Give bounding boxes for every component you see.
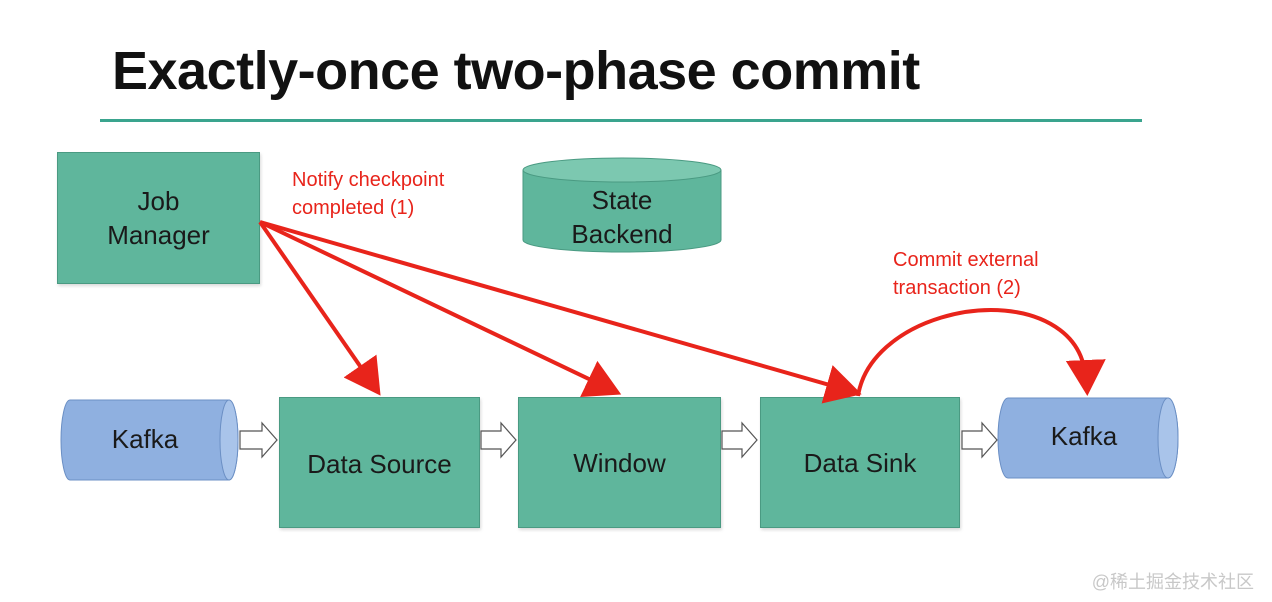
window-node: Window bbox=[518, 397, 721, 528]
watermark: @稀土掘金技术社区 bbox=[1091, 572, 1254, 592]
state-backend-label-line1: State bbox=[591, 185, 653, 215]
job-manager-node: Job Manager bbox=[57, 152, 260, 284]
state-backend-label: State Backend bbox=[523, 183, 721, 251]
job-manager-label-line1: Job bbox=[137, 186, 180, 216]
data-source-node: Data Source bbox=[279, 397, 480, 528]
notify-annotation-line2: completed (1) bbox=[292, 197, 415, 219]
notify-arrow-to-window bbox=[259, 220, 622, 397]
flow-arrow-sink-to-kafka bbox=[961, 421, 998, 459]
commit-arrow-to-kafka bbox=[856, 308, 1106, 397]
flow-arrow-source-to-window bbox=[480, 421, 517, 459]
notify-arrow-to-data-source bbox=[258, 220, 381, 396]
data-source-label: Data Source bbox=[307, 448, 452, 479]
data-sink-label: Data Sink bbox=[803, 447, 917, 478]
flow-arrow-window-to-sink bbox=[721, 421, 758, 459]
kafka-output-cylinder bbox=[997, 397, 1179, 479]
window-label: Window bbox=[573, 447, 666, 478]
commit-annotation-line2: transaction (2) bbox=[893, 277, 1021, 299]
job-manager-label-line2: Manager bbox=[107, 220, 210, 250]
kafka-input-label: Kafka bbox=[111, 424, 179, 454]
state-backend-cylinder bbox=[522, 157, 722, 253]
commit-annotation-line1: Commit external bbox=[893, 249, 1039, 271]
page-title: Exactly-once two-phase commit bbox=[112, 41, 920, 101]
title-divider bbox=[100, 119, 1142, 122]
flow-arrow-kafka-to-source bbox=[239, 421, 278, 459]
data-sink-node: Data Sink bbox=[760, 397, 960, 528]
notify-annotation-line1: Notify checkpoint bbox=[292, 169, 445, 191]
kafka-input-cylinder bbox=[60, 399, 239, 481]
notify-checkpoint-annotation: Notify checkpoint completed (1) bbox=[292, 166, 444, 222]
notify-arrow-to-data-sink bbox=[259, 220, 862, 404]
kafka-output-label: Kafka bbox=[1050, 421, 1118, 451]
commit-transaction-annotation: Commit external transaction (2) bbox=[893, 246, 1039, 302]
state-backend-label-line2: Backend bbox=[571, 219, 673, 249]
